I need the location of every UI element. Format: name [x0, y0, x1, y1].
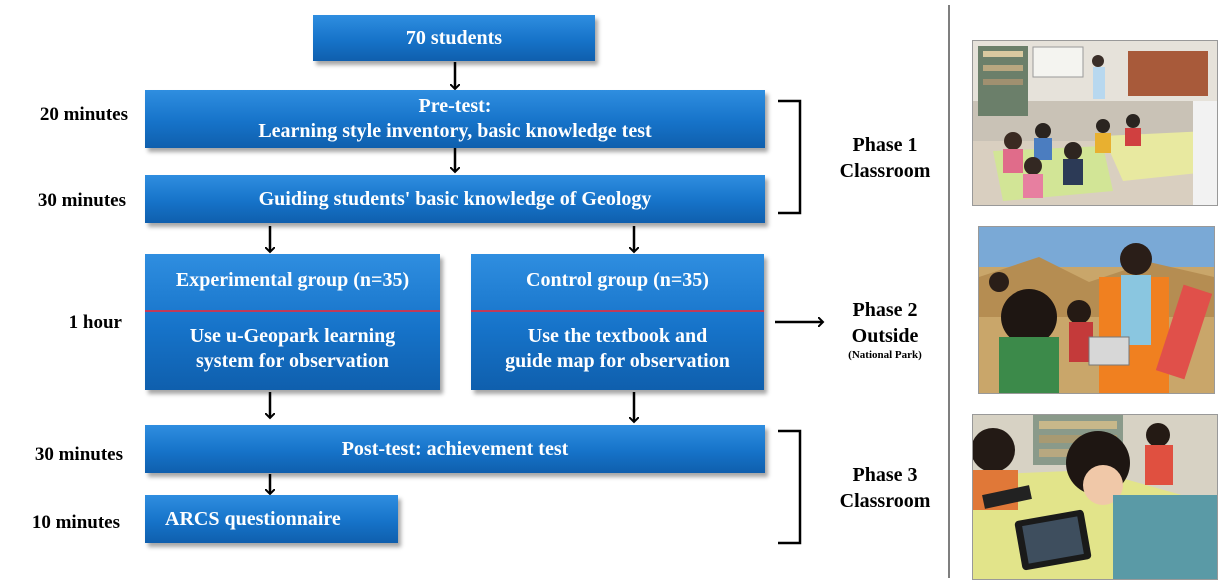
- photo-classroom-lecture: [972, 40, 1218, 206]
- box-experimental-group: Experimental group (n=35) Use u-Geopark …: [145, 254, 440, 390]
- phase2-place: Outside: [851, 325, 919, 347]
- students-label: 70 students: [405, 26, 503, 49]
- arcs-label: ARCS questionnaire: [165, 507, 341, 530]
- box-posttest: Post-test: achievement test: [145, 425, 765, 473]
- bracket-phase1: [778, 99, 802, 215]
- phase3-place: Classroom: [839, 490, 931, 512]
- bracket-phase3: [778, 429, 802, 545]
- phase2-note: (National Park): [848, 349, 922, 361]
- time-posttest: 30 minutes: [34, 444, 123, 465]
- box-arcs-questionnaire: ARCS questionnaire: [145, 495, 398, 543]
- time-guiding: 30 minutes: [37, 190, 126, 211]
- time-groups: 1 hour: [68, 312, 122, 333]
- phase-1-label: Phase 1 Classroom: [815, 132, 955, 184]
- phase3-name: Phase 3: [852, 464, 918, 486]
- box-pretest: Pre-test: Learning style inventory, basi…: [145, 90, 765, 148]
- control-separator: [471, 310, 764, 312]
- experimental-desc-line-1: Use u-Geopark learning: [189, 325, 396, 347]
- pretest-desc: Learning style inventory, basic knowledg…: [258, 120, 652, 142]
- guiding-label: Guiding students' basic knowledge of Geo…: [258, 187, 652, 210]
- phase-3-label: Phase 3 Classroom: [815, 462, 955, 514]
- time-arcs: 10 minutes: [31, 512, 120, 533]
- phase-2-label: Phase 2 Outside (National Park): [815, 297, 955, 362]
- phase1-name: Phase 1: [852, 134, 918, 156]
- box-70-students: 70 students: [313, 15, 595, 61]
- experimental-title: Experimental group (n=35): [175, 269, 410, 291]
- box-guiding: Guiding students' basic knowledge of Geo…: [145, 175, 765, 223]
- box-control-group: Control group (n=35) Use the textbook an…: [471, 254, 764, 390]
- experimental-separator: [145, 310, 440, 312]
- control-desc-line-1: Use the textbook and: [527, 325, 708, 347]
- posttest-label: Post-test: achievement test: [341, 437, 569, 460]
- photo-classroom-tablet: [972, 414, 1218, 580]
- control-title: Control group (n=35): [526, 269, 709, 291]
- photo-outdoor-national-park: [978, 226, 1215, 394]
- experimental-desc-line-2: system for observation: [196, 350, 389, 372]
- pretest-title: Pre-test:: [418, 95, 492, 117]
- time-pretest: 20 minutes: [39, 104, 128, 125]
- control-desc-line-2: guide map for observation: [505, 350, 730, 372]
- phase1-place: Classroom: [839, 160, 931, 182]
- phase2-name: Phase 2: [852, 299, 918, 321]
